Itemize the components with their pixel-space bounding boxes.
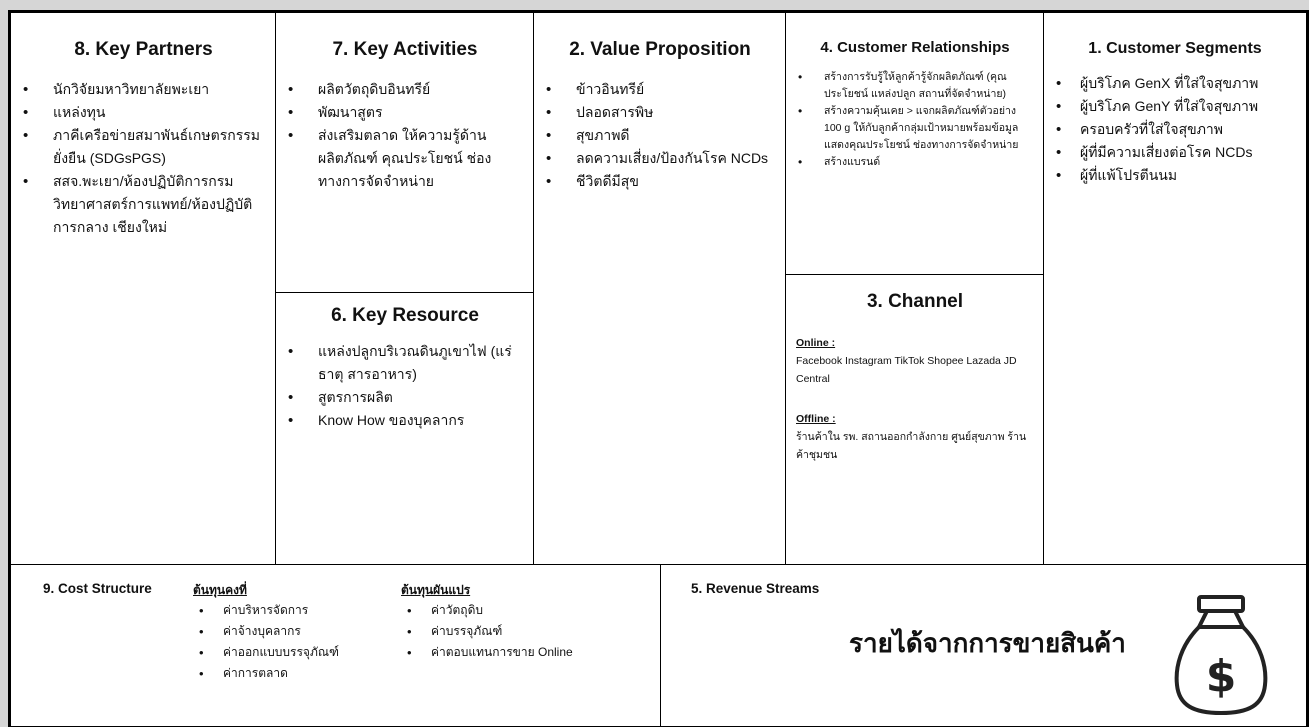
list-item: ชีวิตดีมีสุข	[542, 170, 778, 193]
value-proposition-list: ข้าวอินทรีย์ ปลอดสารพิษ สุขภาพดี ลดความเ…	[542, 78, 778, 193]
key-activities-title: 7. Key Activities	[332, 39, 478, 60]
list-item: ค่าการตลาด	[193, 663, 401, 684]
list-item: ค่าวัตถุดิบ	[401, 600, 641, 621]
list-item: ส่งเสริมตลาด ให้ความรู้ด้านผลิตภัณฑ์ คุณ…	[284, 124, 526, 193]
money-bag-symbol: $	[1206, 651, 1237, 702]
list-item: ค่าตอบแทนการขาย Online	[401, 642, 641, 663]
business-model-canvas: 8. Key Partners นักวิจัยมหาวิทยาลัยพะเยา…	[8, 10, 1309, 727]
key-partners-section: 8. Key Partners นักวิจัยมหาวิทยาลัยพะเยา…	[10, 12, 277, 566]
key-partners-list: นักวิจัยมหาวิทยาลัยพะเยา แหล่งทุน ภาคีเค…	[19, 78, 268, 239]
key-activities-list: ผลิตวัตถุดิบอินทรีย์ พัฒนาสูตร ส่งเสริมต…	[284, 78, 526, 193]
list-item: สร้างแบรนด์	[796, 154, 1034, 171]
list-item: สร้างการรับรู้ให้ลูกค้ารู้จักผลิตภัณฑ์ (…	[796, 69, 1034, 103]
list-item: สูตรการผลิต	[284, 386, 526, 409]
list-item: สุขภาพดี	[542, 124, 778, 147]
list-item: ค่าออกแบบบรรจุภัณฑ์	[193, 642, 401, 663]
list-item: ผลิตวัตถุดิบอินทรีย์	[284, 78, 526, 101]
list-item: ผู้ที่แพ้โปรตีนนม	[1052, 164, 1298, 187]
money-bag-neck	[1197, 610, 1245, 629]
revenue-main-text: รายได้จากการขายสินค้า	[849, 628, 1126, 658]
list-item: ภาคีเครือข่ายสมาพันธ์เกษตรกรรมยั่งยืน (S…	[19, 124, 268, 170]
money-bag-icon: $	[1174, 595, 1268, 715]
list-item: สร้างความคุ้นเคย > แจกผลิตภัณฑ์ตัวอย่าง …	[796, 103, 1034, 154]
list-item: สสจ.พะเยา/ห้องปฏิบัติการกรมวิทยาศาสตร์กา…	[19, 170, 268, 239]
channel-online-text: Facebook Instagram TikTok Shopee Lazada …	[796, 354, 1017, 385]
list-item: ผู้บริโภค GenY ที่ใส่ใจสุขภาพ	[1052, 95, 1298, 118]
list-item: ครอบครัวที่ใส่ใจสุขภาพ	[1052, 118, 1298, 141]
list-item: ผู้บริโภค GenX ที่ใส่ใจสุขภาพ	[1052, 72, 1298, 95]
customer-relationships-title: 4. Customer Relationships	[820, 39, 1010, 56]
list-item: ปลอดสารพิษ	[542, 101, 778, 124]
customer-segments-section: 1. Customer Segments ผู้บริโภค GenX ที่ใ…	[1043, 12, 1307, 566]
customer-segments-title: 1. Customer Segments	[1088, 40, 1262, 57]
list-item: ข้าวอินทรีย์	[542, 78, 778, 101]
channel-section: 3. Channel Online : Facebook Instagram T…	[785, 274, 1045, 566]
key-activities-section: 7. Key Activities ผลิตวัตถุดิบอินทรีย์ พ…	[275, 12, 535, 294]
cost-structure-title: 9. Cost Structure	[43, 581, 152, 596]
fixed-cost-label: ต้นทุนคงที่	[193, 583, 247, 597]
variable-cost-label: ต้นทุนผันแปร	[401, 583, 471, 597]
list-item: ผู้ที่มีความเสี่ยงต่อโรค NCDs	[1052, 141, 1298, 164]
channel-title: 3. Channel	[866, 291, 964, 312]
list-item: นักวิจัยมหาวิทยาลัยพะเยา	[19, 78, 268, 101]
cost-structure-section: 9. Cost Structure ต้นทุนคงที่ ค่าบริหารจ…	[10, 564, 662, 727]
customer-relationships-section: 4. Customer Relationships สร้างการรับรู้…	[785, 12, 1045, 276]
customer-relationships-list: สร้างการรับรู้ให้ลูกค้ารู้จักผลิตภัณฑ์ (…	[796, 69, 1034, 171]
key-resource-title: 6. Key Resource	[331, 305, 479, 326]
key-resource-list: แหล่งปลูกบริเวณดินภูเขาไฟ (แร่ธาตุ สารอา…	[284, 340, 526, 432]
channel-offline-text: ร้านค้าใน รพ. สถานออกกำลังกาย ศูนย์สุขภา…	[796, 430, 1027, 461]
list-item: พัฒนาสูตร	[284, 101, 526, 124]
revenue-streams-section: 5. Revenue Streams รายได้จากการขายสินค้า…	[660, 564, 1307, 727]
list-item: แหล่งปลูกบริเวณดินภูเขาไฟ (แร่ธาตุ สารอา…	[284, 340, 526, 386]
channel-online-label: Online :	[796, 336, 836, 349]
money-bag-body	[1174, 625, 1268, 715]
value-proposition-section: 2. Value Proposition ข้าวอินทรีย์ ปลอดสา…	[533, 12, 787, 566]
value-proposition-title: 2. Value Proposition	[569, 39, 751, 60]
list-item: ค่าบรรจุภัณฑ์	[401, 621, 641, 642]
list-item: ค่าบริหารจัดการ	[193, 600, 401, 621]
channel-offline-label: Offline :	[796, 412, 836, 425]
list-item: ลดความเสี่ยง/ป้องกันโรค NCDs	[542, 147, 778, 170]
variable-cost-list: ค่าวัตถุดิบ ค่าบรรจุภัณฑ์ ค่าตอบแทนการขา…	[401, 600, 641, 663]
revenue-streams-title: 5. Revenue Streams	[691, 581, 820, 596]
list-item: แหล่งทุน	[19, 101, 268, 124]
key-resource-section: 6. Key Resource แหล่งปลูกบริเวณดินภูเขาไ…	[275, 292, 535, 566]
list-item: Know How ของบุคลากร	[284, 409, 526, 432]
list-item: ค่าจ้างบุคลากร	[193, 621, 401, 642]
fixed-cost-list: ค่าบริหารจัดการ ค่าจ้างบุคลากร ค่าออกแบบ…	[193, 600, 401, 684]
customer-segments-list: ผู้บริโภค GenX ที่ใส่ใจสุขภาพ ผู้บริโภค …	[1052, 72, 1298, 187]
key-partners-title: 8. Key Partners	[74, 39, 213, 60]
money-bag-tie	[1197, 595, 1245, 613]
